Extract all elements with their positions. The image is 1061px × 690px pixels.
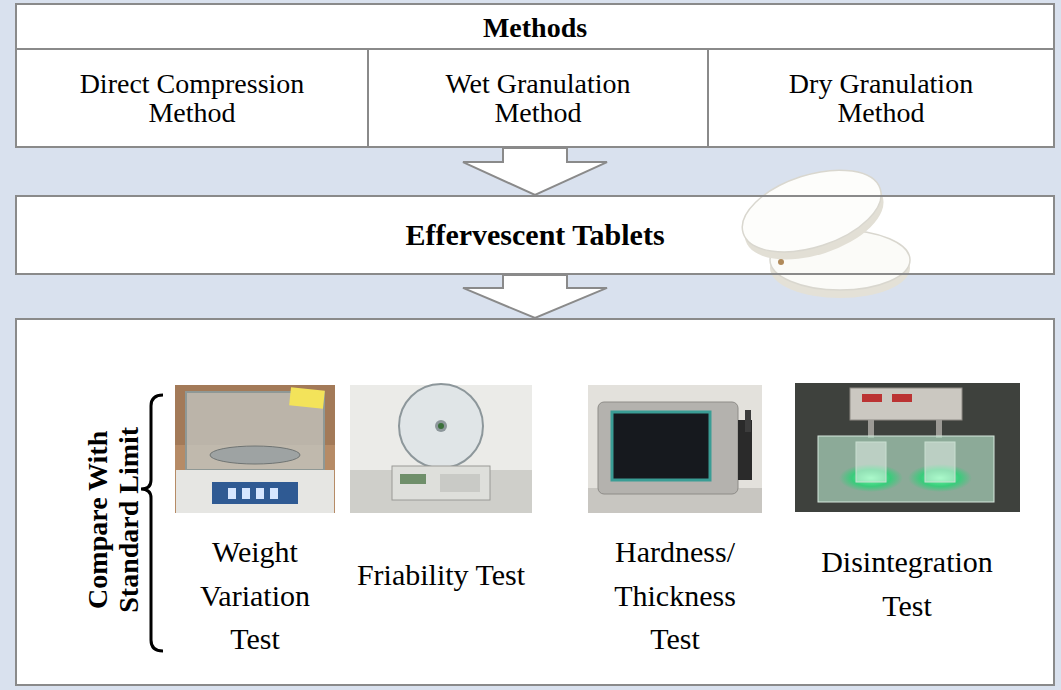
block-arrow (463, 148, 607, 195)
method-name: Dry Granulation Method (750, 69, 1012, 128)
disintegration-tester-photo (795, 383, 1020, 512)
method-cell: Dry Granulation Method (707, 50, 1053, 146)
methods-panel: MethodsDirect Compression Method Wet Gran… (15, 3, 1055, 148)
panel-heading: Methods (17, 5, 1053, 50)
test-label: Friability Test (356, 553, 526, 597)
hardness-tester-photo (588, 385, 762, 513)
block-arrow (463, 275, 607, 318)
method-cell: Direct Compression Method (17, 50, 367, 146)
test-label: Weight Variation Test (180, 530, 330, 661)
process-name: Effervescent Tablets (17, 218, 1053, 252)
method-name: Wet Granulation Method (407, 69, 669, 128)
method-name: Direct Compression Method (61, 69, 323, 128)
box-fill (15, 318, 1055, 686)
rotated-heading: Compare With Standard Limit (83, 385, 145, 655)
box-fill (15, 3, 1055, 148)
bracket (141, 395, 163, 651)
process-box: Effervescent Tablets (15, 195, 1055, 275)
test-label: Hardness/ Thickness Test (600, 530, 750, 661)
balance-photo (175, 385, 335, 513)
box-fill (367, 50, 707, 146)
method-cell: Wet Granulation Method (367, 50, 707, 146)
box-fill (707, 50, 1053, 146)
friabilator-photo (350, 384, 532, 513)
box-fill (17, 50, 367, 146)
test-label: Disintegration Test (800, 540, 1015, 627)
tests-panel: Compare With Standard LimitWeight Variat… (15, 318, 1055, 686)
tablet-illustration (732, 155, 910, 298)
